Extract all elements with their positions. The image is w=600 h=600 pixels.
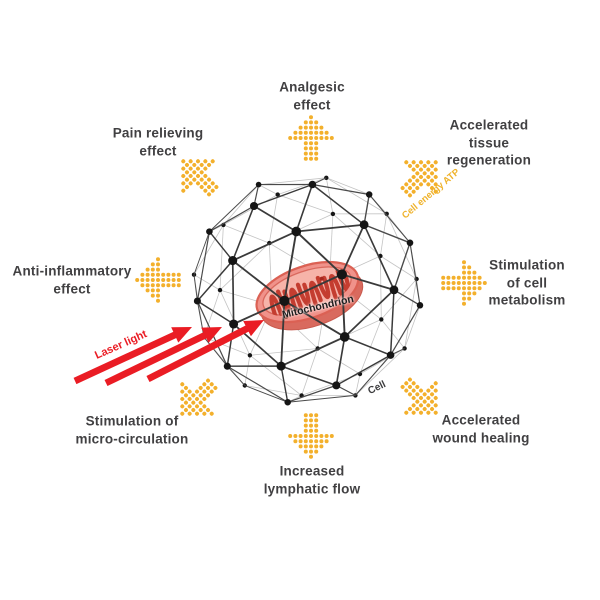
- label-cell-metabolism: Stimulation of cell metabolism: [488, 257, 566, 308]
- dotted-arrow-down-icon: [279, 404, 343, 468]
- label-wound-healing: Accelerated wound healing: [432, 412, 530, 445]
- label-micro-circulation: Stimulation of micro-circulation: [75, 413, 189, 446]
- dotted-arrow-right-icon: [432, 251, 496, 315]
- label-lymphatic-flow: Increased lymphatic flow: [263, 463, 361, 496]
- label-analgesic-effect: Analgesic effect: [279, 79, 345, 112]
- label-anti-inflammatory: Anti-inflammatory effect: [12, 263, 132, 296]
- dotted-arrow-up-left-icon: [166, 144, 230, 208]
- label-pain-relieving-effect: Pain relieving effect: [112, 125, 204, 158]
- dotted-arrow-up-icon: [279, 106, 343, 170]
- dotted-arrow-down-right-icon: [389, 366, 453, 430]
- label-tissue-regeneration: Accelerated tissue regeneration: [446, 117, 532, 168]
- dotted-arrow-left-icon: [126, 248, 190, 312]
- laser-beams: [73, 320, 264, 387]
- dotted-arrow-up-right-icon: [389, 145, 453, 209]
- dotted-arrow-down-left-icon: [165, 367, 229, 431]
